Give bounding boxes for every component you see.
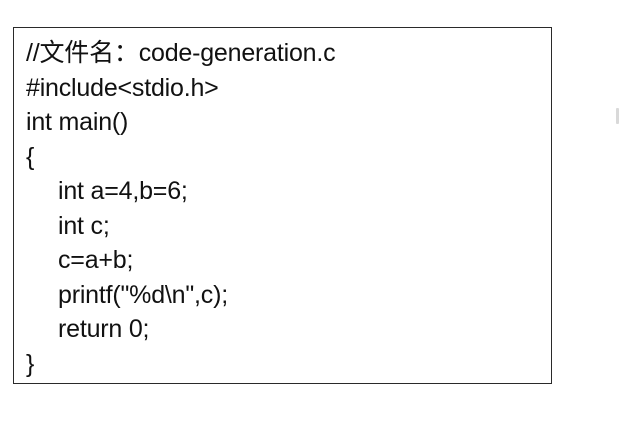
code-line-declare-a-b: int a=4,b=6; [58, 177, 188, 205]
code-line-assign-c: c=a+b; [58, 246, 134, 274]
code-line-return: return 0; [58, 315, 150, 343]
code-line-printf: printf("%d\n",c); [58, 280, 228, 309]
code-listing-box: //文件名：code-generation.c #include<stdio.h… [13, 27, 552, 384]
code-line-declare-c: int c; [58, 211, 110, 240]
code-line-include: #include<stdio.h> [26, 73, 219, 102]
code-line-filename-comment: //文件名：code-generation.c [26, 39, 336, 67]
code-line-main-signature: int main() [26, 108, 129, 136]
code-line-open-brace: { [26, 142, 35, 171]
edge-mark [616, 108, 619, 124]
code-lines: //文件名：code-generation.c #include<stdio.h… [26, 36, 336, 381]
code-line-close-brace: } [26, 349, 35, 378]
